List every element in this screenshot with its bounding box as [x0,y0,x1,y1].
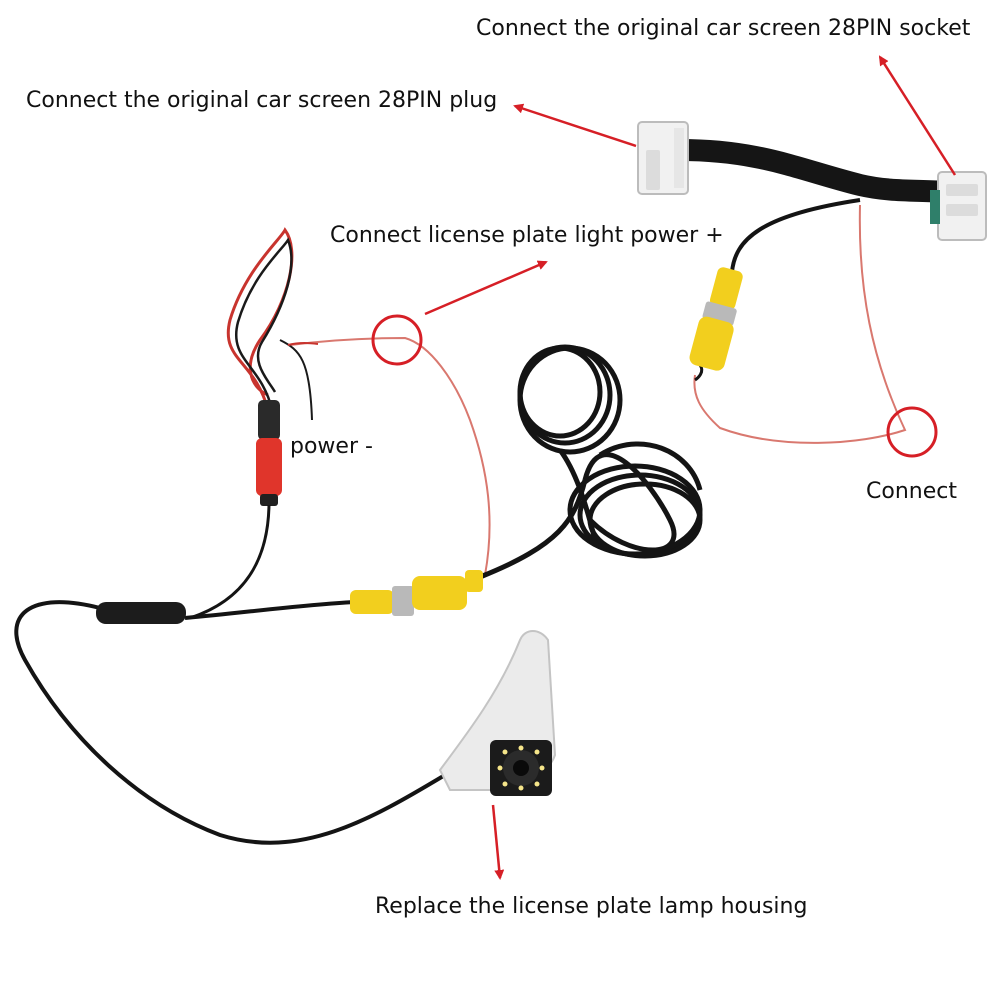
license-light-power-wire [289,336,491,576]
power-negative-wire [279,339,313,421]
label-power-negative: power - [290,434,373,459]
power-lead-red [226,227,294,411]
camera-cable [14,600,447,845]
arrow-plug [513,103,637,148]
rca-to-harness-cable [730,198,861,273]
arrow-light-power [424,260,548,316]
label-socket: Connect the original car screen 28PIN so… [476,16,971,41]
rca-connector-lower [350,570,483,616]
coiled-extension-cable [479,344,703,580]
label-light-power: Connect license plate light power + [330,223,724,248]
power-lead-black [235,237,293,411]
callout-arrows [424,55,957,880]
harness-socket-28pin [930,171,987,241]
highlight-circle-connect [886,406,938,458]
harness-plug-28pin [637,121,689,195]
camera-housing [438,630,557,796]
arrow-socket [878,55,957,176]
label-plug: Connect the original car screen 28PIN pl… [26,88,498,113]
connect-sense-wire [693,204,907,444]
red-power-connector [256,400,282,506]
highlight-circle-light-power [371,314,423,366]
label-connect: Connect [866,479,957,504]
rca-connector-upper [689,267,743,371]
power-lead-stub [287,342,319,346]
label-housing: Replace the license plate lamp housing [375,894,808,919]
arrow-housing [491,804,505,880]
power-to-splitter-cable [189,504,271,620]
splitter-to-rca-cable [184,600,356,620]
cable-splitter [96,602,186,624]
rca-drop-cable [694,364,704,382]
harness-sleeve [669,139,956,203]
